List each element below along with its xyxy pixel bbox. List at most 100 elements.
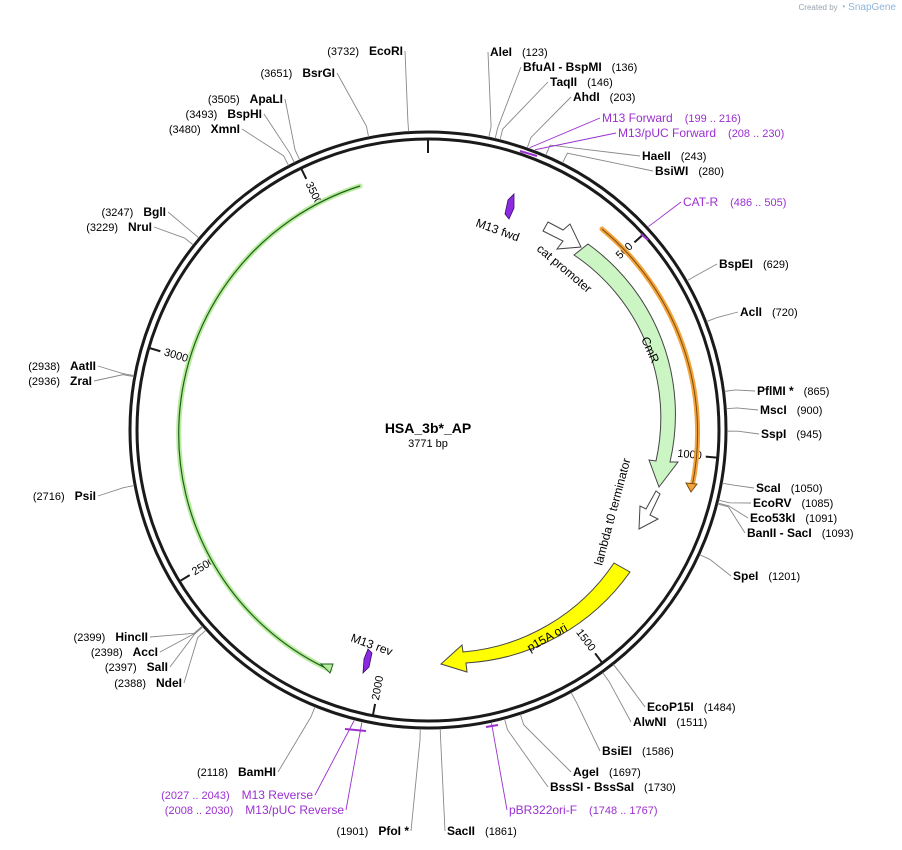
enzyme-label-alei[interactable]: AleI(123) — [490, 45, 548, 59]
enzyme-label-xmni[interactable]: (3480)XmnI — [169, 122, 240, 136]
enzyme-leader-sacii — [439, 728, 446, 832]
m13-rev-arrow[interactable] — [362, 648, 373, 675]
enzyme-label-psii[interactable]: (2716)PsiI — [33, 489, 96, 503]
primer-bar-m13-reverse — [344, 728, 367, 732]
enzyme-label-bsiei[interactable]: BsiEI(1586) — [602, 744, 674, 758]
enzyme-label-ahdi[interactable]: AhdI(203) — [573, 90, 635, 104]
enzyme-label-taqii[interactable]: TaqII(146) — [550, 75, 613, 89]
orange-feature-arrowhead — [685, 482, 698, 493]
enzyme-position: (3651) — [261, 68, 293, 80]
enzyme-position: (1697) — [609, 767, 641, 779]
primer-label-pbr322ori-f[interactable]: pBR322ori-F(1748 .. 1767) — [509, 803, 658, 817]
enzyme-label-sspi[interactable]: SspI(945) — [761, 427, 822, 441]
enzyme-label-sali[interactable]: (2397)SalI — [105, 660, 168, 674]
enzyme-name: XmnI — [211, 122, 240, 136]
green-feature-arc[interactable] — [176, 183, 363, 673]
enzyme-name: BfuAI - BspMI — [523, 60, 602, 74]
enzyme-name: BamHI — [238, 765, 276, 779]
primer-position: (2027 .. 2043) — [161, 790, 230, 802]
enzyme-label-bgli[interactable]: (3247)BglI — [102, 205, 166, 219]
enzyme-name: EcoRV — [753, 496, 791, 510]
enzyme-label-hincii[interactable]: (2399)HincII — [74, 630, 148, 644]
enzyme-label-spei[interactable]: SpeI(1201) — [733, 569, 800, 583]
enzyme-label-alwni[interactable]: AlwNI(1511) — [633, 715, 707, 729]
enzyme-position: (3732) — [327, 46, 359, 58]
enzyme-name: BsrGI — [302, 66, 335, 80]
primer-label-m13-forward[interactable]: M13 Forward(199 .. 216) — [602, 111, 741, 125]
enzyme-leader-ecorv — [718, 499, 752, 504]
primer-leader-m13-reverse — [314, 720, 355, 796]
enzyme-position: (2938) — [28, 361, 60, 373]
enzyme-label-nrui[interactable]: (3229)NruI — [86, 220, 152, 234]
primer-position: (208 .. 230) — [728, 128, 784, 140]
enzyme-label-bsiwi[interactable]: BsiWI(280) — [655, 164, 724, 178]
enzyme-leader-ndei — [183, 629, 207, 684]
enzyme-name: Eco53kI — [750, 511, 795, 525]
enzyme-position: (203) — [610, 92, 636, 104]
enzyme-label-agei[interactable]: AgeI(1697) — [573, 765, 641, 779]
enzyme-label-haeii[interactable]: HaeII(243) — [642, 149, 706, 163]
enzyme-name: ZraI — [70, 374, 92, 388]
feature-label-m13-fwd: M13 fwd — [474, 216, 521, 245]
enzyme-label-scai[interactable]: ScaI(1050) — [756, 481, 822, 495]
enzyme-name: AleI — [490, 45, 512, 59]
enzyme-name: EcoRI — [369, 44, 403, 58]
enzyme-label-sacii[interactable]: SacII(1861) — [447, 824, 517, 838]
enzyme-label-ndei[interactable]: (2388)NdeI — [114, 676, 182, 690]
p15a-ori-arrow[interactable] — [440, 562, 631, 673]
enzyme-label-bfuai-bspmi[interactable]: BfuAI - BspMI(136) — [523, 60, 637, 74]
tick-mark-2000 — [372, 703, 377, 715]
enzyme-label-ecop15i[interactable]: EcoP15I(1484) — [647, 700, 736, 714]
primer-label-m13-puc-reverse[interactable]: (2008 .. 2030)M13/pUC Reverse — [165, 803, 345, 817]
enzyme-label-bspei[interactable]: BspEI(629) — [719, 257, 789, 271]
enzyme-leader-msci — [726, 407, 759, 411]
enzyme-leader-ahdi — [526, 96, 572, 149]
enzyme-label-ecorv[interactable]: EcoRV(1085) — [753, 496, 833, 510]
enzyme-label-ecori[interactable]: (3732) EcoRI — [327, 44, 403, 58]
primer-label-m13-puc-forward[interactable]: M13/pUC Forward(208 .. 230) — [618, 126, 784, 140]
enzyme-label-bamhi[interactable]: (2118) BamHI — [197, 765, 276, 779]
enzyme-position: (1586) — [642, 746, 674, 758]
primer-leader-pbr322ori-f — [491, 723, 508, 811]
plasmid-length: 3771 bp — [408, 438, 448, 450]
enzyme-position: (2118) — [197, 767, 228, 779]
enzyme-label-pfoi[interactable]: (1901)PfoI * — [337, 824, 410, 838]
enzyme-leader-bfuai-bspmi — [494, 66, 522, 139]
enzyme-label-pflmi[interactable]: PflMI *(865) — [757, 384, 829, 398]
enzyme-name: AclI — [740, 305, 762, 319]
feature-layer — [176, 150, 701, 732]
enzyme-label-zrai[interactable]: (2936)ZraI — [28, 374, 92, 388]
enzyme-position: (720) — [772, 307, 798, 319]
primer-position: (1748 .. 1767) — [589, 805, 658, 817]
enzyme-label-bsssi-bsssai[interactable]: BssSI - BssSaI(1730) — [550, 780, 676, 794]
enzyme-label-bsphi[interactable]: (3493)BspHI — [186, 107, 262, 121]
primer-leader-m13-puc-reverse — [345, 722, 363, 811]
enzyme-label-banii-saci[interactable]: BanII - SacI(1093) — [747, 526, 853, 540]
enzyme-leader-xmni — [241, 128, 290, 166]
enzyme-label-msci[interactable]: MscI(900) — [760, 403, 822, 417]
green-feature-core — [178, 185, 361, 671]
primer-label-cat-r[interactable]: CAT-R(486 .. 505) — [683, 195, 786, 209]
enzyme-label-aatii[interactable]: (2938)AatII — [28, 359, 96, 373]
primer-label-m13-reverse[interactable]: (2027 .. 2043)M13 Reverse — [161, 788, 313, 802]
enzyme-leader-bsrgi — [336, 72, 370, 138]
tick-mark-2500 — [179, 574, 191, 582]
enzyme-leader-scai — [722, 482, 755, 489]
enzyme-label-eco53ki[interactable]: Eco53kI(1091) — [750, 511, 837, 525]
enzyme-name: BssSI - BssSaI — [550, 780, 634, 794]
m13-fwd-arrow[interactable] — [504, 193, 515, 220]
enzyme-name: NdeI — [156, 676, 182, 690]
cmr-arrow[interactable] — [573, 243, 680, 489]
enzyme-label-apali[interactable]: (3505)ApaLI — [208, 92, 283, 106]
enzyme-leader-acli — [706, 311, 739, 322]
enzyme-leader-apali — [284, 98, 301, 161]
enzyme-position: (280) — [698, 166, 724, 178]
enzyme-position: (1901) — [337, 826, 369, 838]
cat-promoter-arrow[interactable] — [542, 221, 582, 250]
enzyme-position: (865) — [804, 386, 830, 398]
enzyme-label-acci[interactable]: (2398)AccI — [91, 645, 158, 659]
lambda-t0-terminator-arrow[interactable] — [638, 490, 661, 530]
enzyme-label-bsrgi[interactable]: (3651) BsrGI — [261, 66, 335, 80]
enzyme-label-acli[interactable]: AclI (720) — [740, 305, 798, 319]
enzyme-leader-ecori — [404, 50, 410, 132]
